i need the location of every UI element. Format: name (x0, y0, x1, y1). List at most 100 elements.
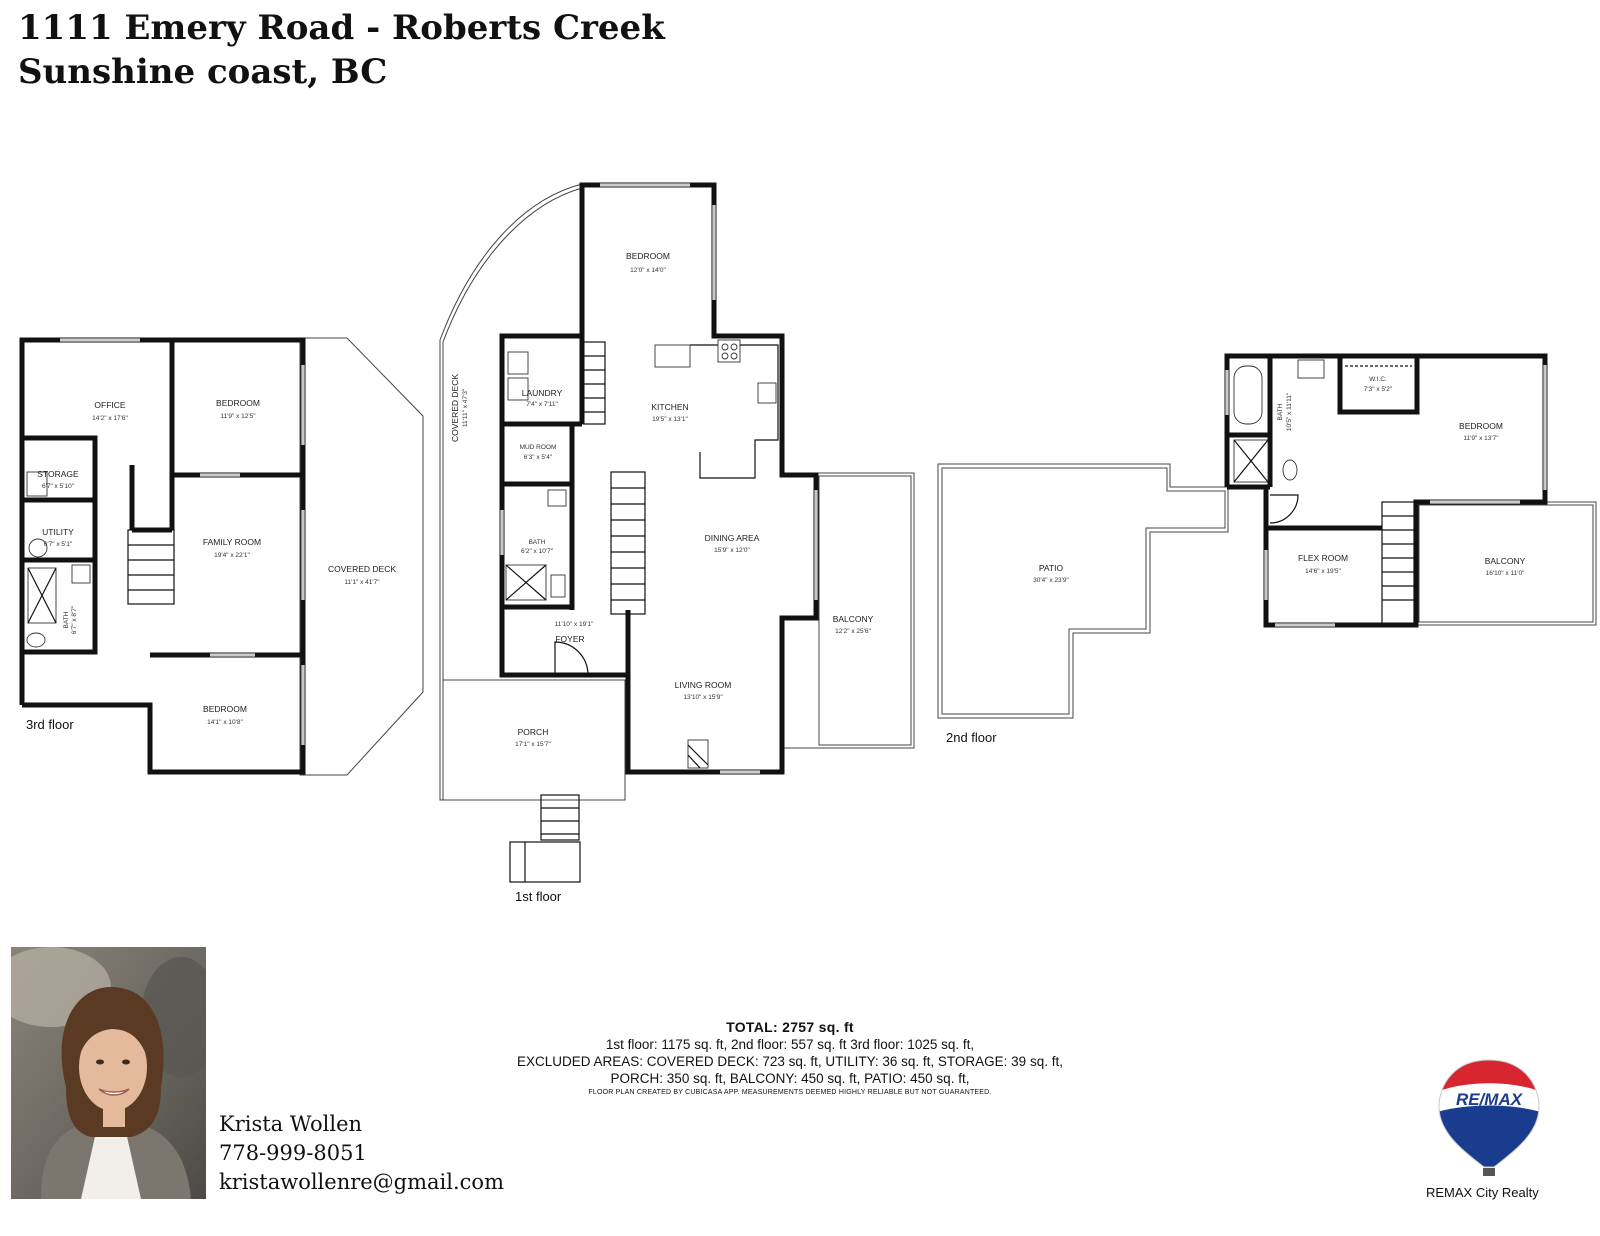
toilet-fixture (26, 632, 46, 648)
room-dims: 15'9" x 12'0" (714, 547, 750, 554)
room-label: LAUNDRY (522, 388, 563, 398)
water-heater-fixture (28, 538, 48, 558)
room-label: W.I.C. (1369, 376, 1387, 383)
room-label: BEDROOM (203, 704, 247, 714)
room-dims: 12'0" x 14'0" (630, 267, 666, 274)
toilet-fixture (1282, 459, 1298, 481)
disclaimer: FLOOR PLAN CREATED BY CUBICASA APP. MEAS… (588, 1089, 992, 1096)
first-floor-label: 1st floor (515, 889, 562, 904)
area-totals: TOTAL: 2757 sq. ft 1st floor: 1175 sq. f… (380, 1018, 1200, 1099)
room-dims: 7'4" x 7'11" (526, 401, 558, 408)
excluded-areas-1: EXCLUDED AREAS: COVERED DECK: 723 sq. ft… (517, 1054, 1063, 1069)
address-title: 1111 Emery Road - Roberts Creek (18, 8, 665, 48)
room-label: LIVING ROOM (675, 680, 732, 690)
room-dims: 14'2" x 17'6" (92, 415, 128, 422)
first-floor-plan: BEDROOM 12'0" x 14'0" COVERED DECK 11'11… (439, 182, 915, 904)
agent-phone[interactable]: 778-999-8051 (219, 1141, 367, 1165)
entry-door (554, 641, 589, 676)
fireplace-fixture (687, 739, 709, 769)
room-label: BEDROOM (216, 398, 260, 408)
room-dims: 19'5" x 13'1" (652, 416, 688, 423)
room-label: BALCONY (1485, 556, 1526, 566)
floor-areas: 1st floor: 1175 sq. ft, 2nd floor: 557 s… (605, 1037, 975, 1052)
room-dims: 14'6" x 19'5" (1305, 568, 1341, 575)
room-label: FOYER (555, 634, 584, 644)
room-label: BEDROOM (1459, 421, 1503, 431)
second-floor-stairs (1381, 501, 1415, 625)
room-dims: 14'1" x 10'8" (207, 719, 243, 726)
brokerage-name: REMAX City Realty (1426, 1185, 1539, 1200)
room-label: BALCONY (833, 614, 874, 624)
agent-name: Krista Wollen (219, 1112, 363, 1136)
third-floor-stairs (127, 529, 175, 605)
room-dims: 6'7" x 5'1" (44, 541, 73, 548)
third-floor-covered-deck-outline (299, 337, 424, 776)
room-label: BATH (63, 611, 70, 628)
room-dims: 12'2" x 25'6" (835, 628, 871, 635)
room-label: BEDROOM (626, 251, 670, 261)
room-dims: 11'10" x 19'1" (555, 621, 594, 628)
kitchen-counter (690, 344, 779, 479)
room-dims: 6'7" x 5'10" (42, 483, 75, 490)
room-dims: 30'4" x 23'9" (1033, 577, 1069, 584)
total-area: TOTAL: 2757 sq. ft (726, 1019, 854, 1035)
remax-balloon-logo: RE/MAX (1434, 1055, 1544, 1180)
second-floor-plan: BATH 10'5" x 11'11" W.I.C. 7'3" x 5'2" B… (937, 353, 1597, 745)
third-floor-outer-wall (19, 337, 306, 775)
porch-outline (442, 679, 626, 801)
floor-plan: OFFICE 14'2" x 17'6" BEDROOM 11'9" x 12'… (19, 182, 1597, 904)
room-dims: 11'1" x 41'7" (344, 579, 380, 586)
room-dims: 10'5" x 11'11" (1286, 392, 1293, 431)
room-label: DINING AREA (705, 533, 760, 543)
utility-stack-wall (22, 435, 98, 655)
agent-photo (11, 947, 206, 1199)
region-title: Sunshine coast, BC (18, 52, 388, 92)
first-floor-covered-deck-outline (439, 183, 626, 801)
room-label: COVERED DECK (328, 564, 396, 574)
room-label: STORAGE (37, 469, 79, 479)
room-dims: 7'3" x 5'2" (1364, 386, 1393, 393)
room-label: MUD ROOM (520, 444, 557, 451)
room-label: PORCH (518, 727, 549, 737)
kitchen-sink-fixture (757, 382, 777, 404)
room-dims: 6'7" x 8'7" (71, 605, 78, 634)
room-label: FAMILY ROOM (203, 537, 261, 547)
third-floor-plan: OFFICE 14'2" x 17'6" BEDROOM 11'9" x 12'… (19, 337, 424, 776)
room-dims: 19'4" x 22'1" (214, 552, 250, 559)
third-floor-label: 3rd floor (26, 717, 74, 732)
room-dims: 11'9" x 13'7" (1463, 435, 1499, 442)
sink-fixture (71, 564, 91, 584)
wic-wall (1337, 356, 1420, 415)
room-label: KITCHEN (651, 402, 688, 412)
agent-email[interactable]: kristawollenre@gmail.com (219, 1170, 504, 1194)
logo-text: RE/MAX (1456, 1090, 1524, 1109)
room-dims: 17'1" x 15'7" (515, 741, 551, 748)
patio-outline (937, 463, 1229, 719)
room-label: PATIO (1039, 563, 1064, 573)
room-dims: 16'10" x 11'0" (1486, 570, 1525, 577)
sink-fixture (547, 489, 567, 507)
room-dims: 11'9" x 12'5" (220, 413, 256, 420)
agent-contact: Krista Wollen 778-999-8051 kristawollenr… (219, 1110, 504, 1197)
second-floor-label: 2nd floor (946, 730, 997, 745)
excluded-areas-2: PORCH: 350 sq. ft, BALCONY: 450 sq. ft, … (610, 1071, 970, 1086)
dryer-fixture (507, 377, 529, 401)
room-label: OFFICE (94, 400, 125, 410)
room-dims: 6'3" x 5'4" (524, 454, 553, 461)
room-dims: 11'11" x 47'3" (462, 388, 469, 427)
first-floor-stairs (509, 341, 646, 883)
appliance-fixture (26, 471, 48, 497)
sink-fixture (1297, 359, 1325, 379)
bathtub-fixture (1233, 365, 1263, 425)
first-floor-balcony-outline (779, 472, 915, 749)
room-dims: 6'2" x 10'7" (521, 548, 554, 555)
room-label: COVERED DECK (450, 374, 460, 442)
room-label: FLEX ROOM (1298, 553, 1348, 563)
room-dims: 13'10" x 15'9" (683, 694, 723, 701)
fridge-fixture (654, 344, 691, 368)
washer-fixture (507, 351, 529, 375)
toilet-fixture (550, 574, 566, 598)
room-label: BATH (529, 539, 546, 546)
stove-fixture (717, 339, 741, 363)
room-label: BATH (1277, 403, 1284, 420)
